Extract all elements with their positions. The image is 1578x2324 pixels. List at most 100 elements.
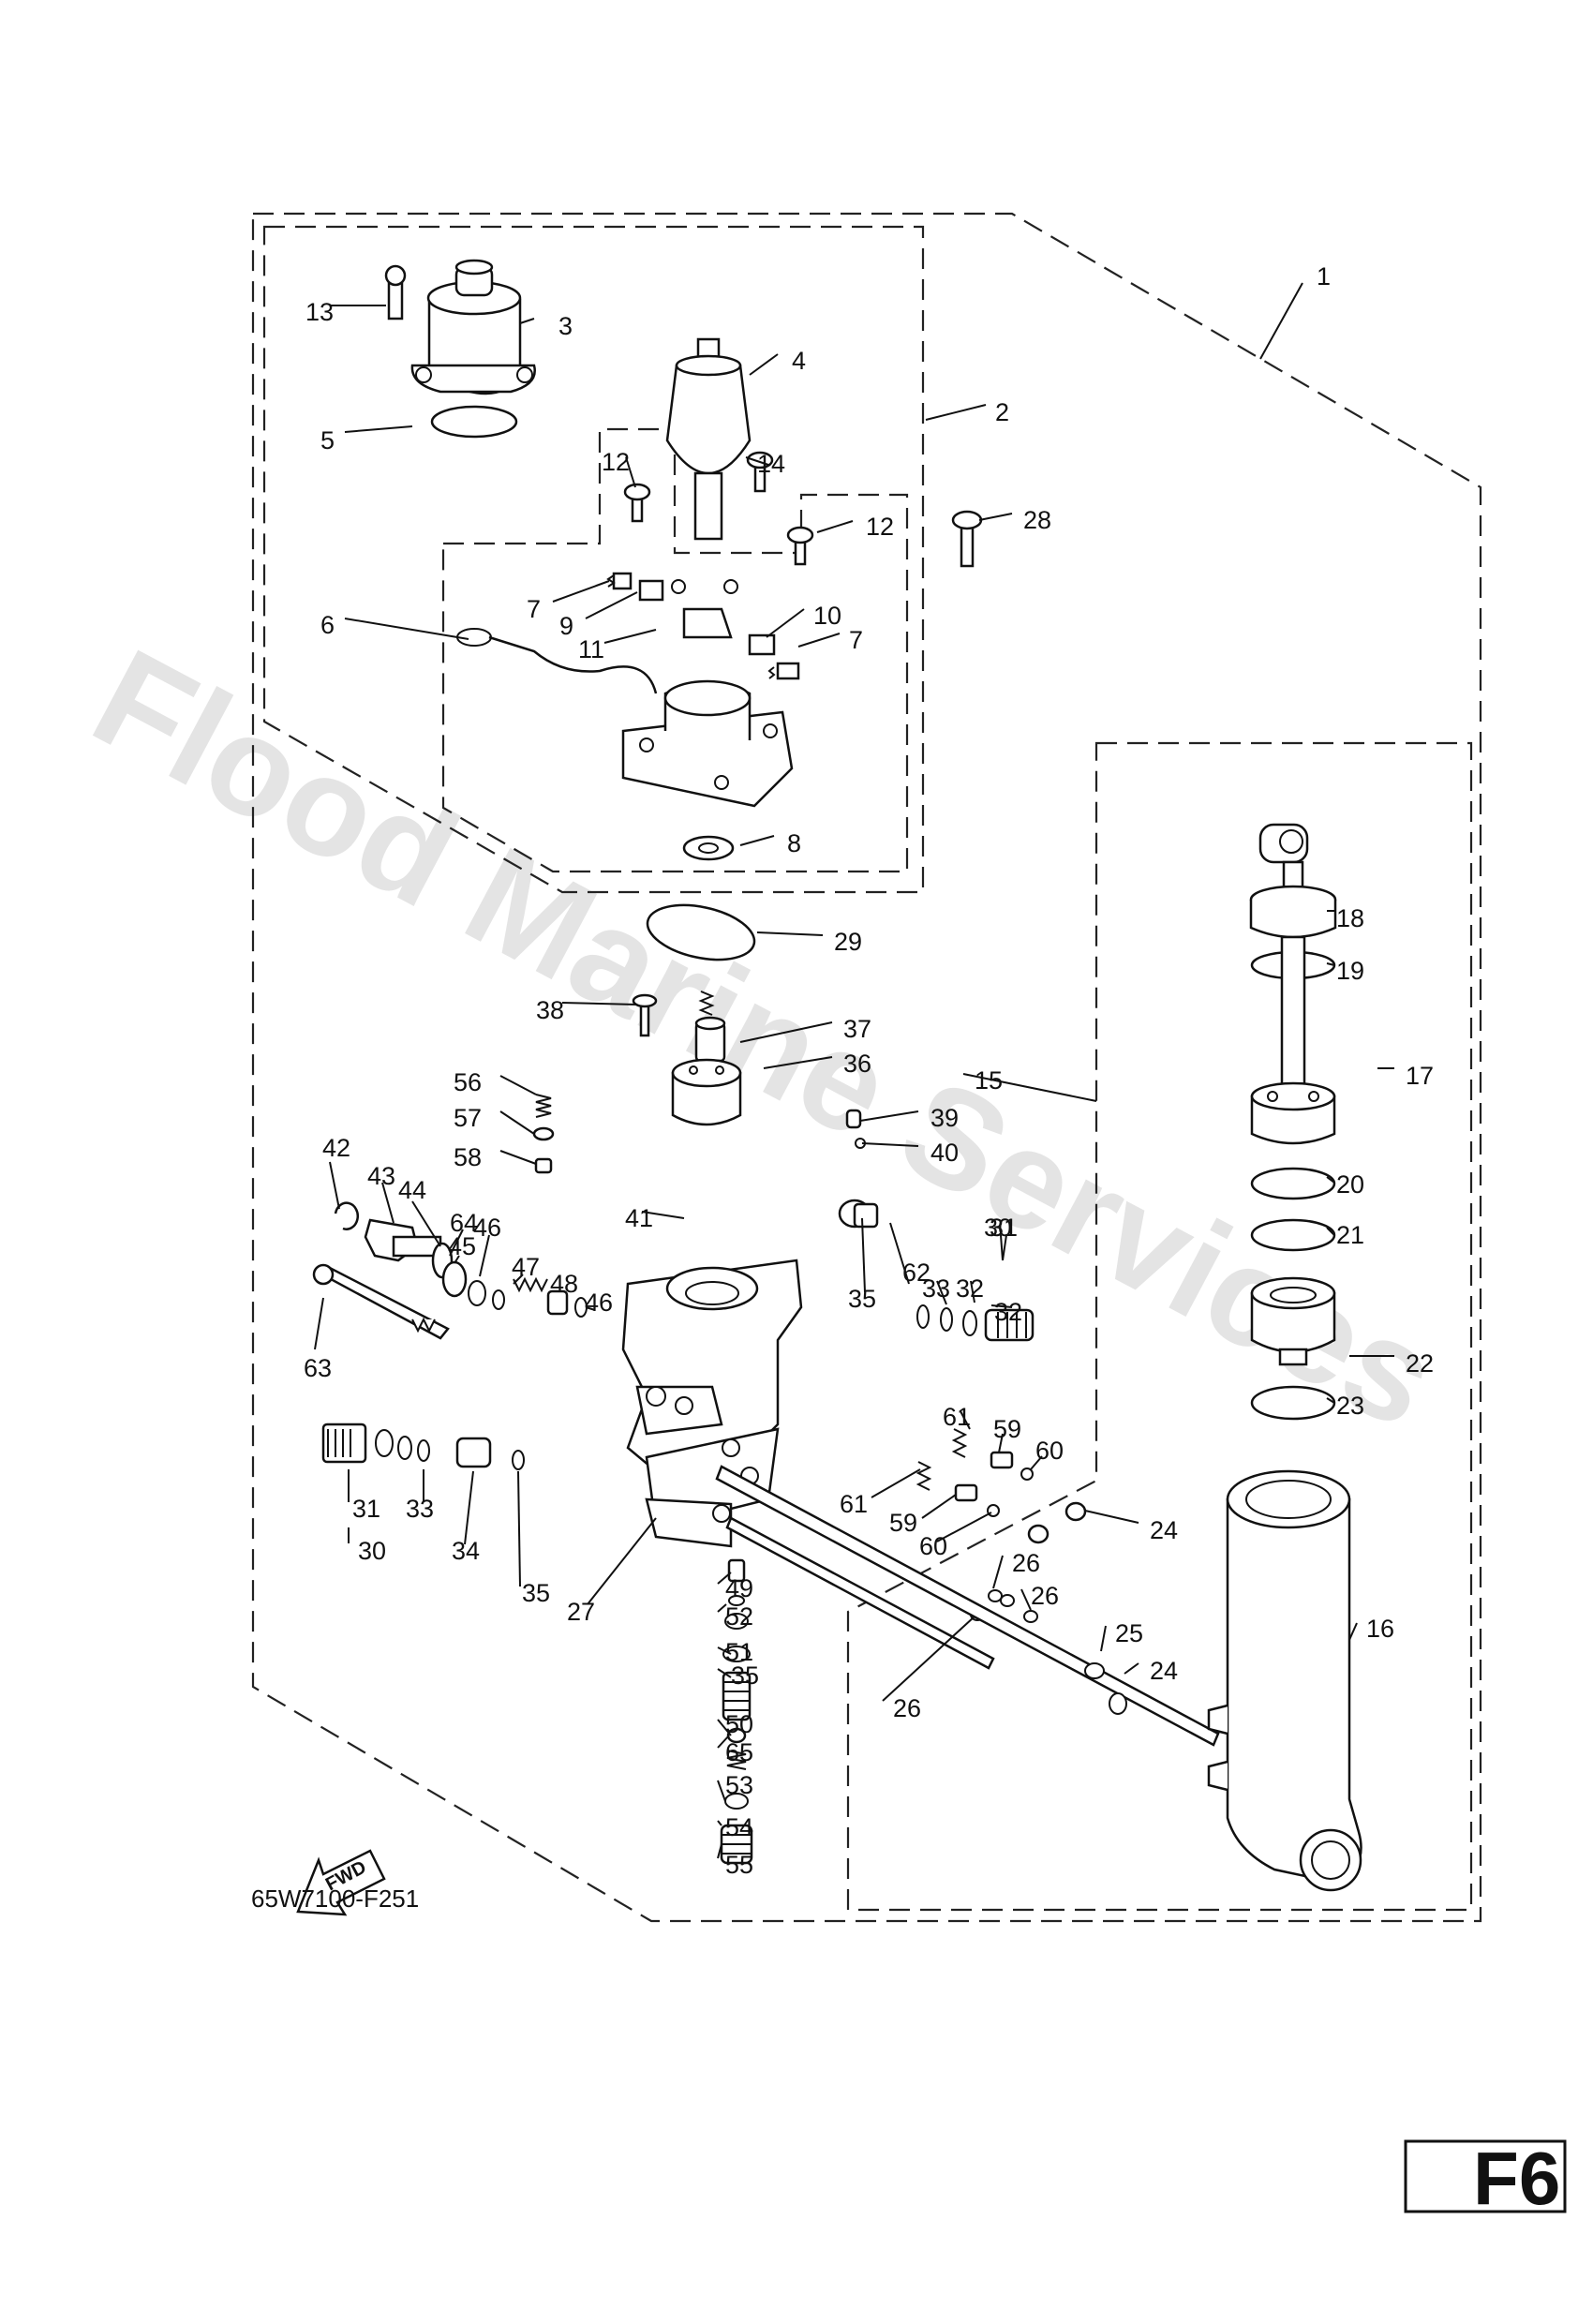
leader-line	[1100, 1625, 1107, 1652]
leader-line	[962, 1073, 1097, 1102]
leader-line	[513, 1274, 524, 1285]
leader-line	[449, 1229, 464, 1257]
leader-line	[859, 1110, 919, 1122]
callout-label: 64	[450, 1209, 478, 1237]
leader-line	[889, 1222, 910, 1285]
leader-line	[766, 608, 805, 638]
callout-label: 13	[305, 298, 334, 326]
callout-label: 61	[943, 1403, 971, 1431]
callout-label: 35	[522, 1579, 550, 1607]
callout-label: 6	[320, 611, 335, 639]
leader-line	[739, 835, 775, 846]
callout-label: 56	[454, 1068, 482, 1096]
callout-label: 46	[473, 1214, 501, 1242]
leader-line	[745, 456, 769, 466]
callout-label: 50	[725, 1710, 753, 1738]
leader-line	[344, 618, 469, 640]
leader-line	[641, 1211, 685, 1219]
left-lower-parts	[321, 1423, 525, 1470]
leader-line	[1002, 1234, 1007, 1261]
leader-line	[454, 1255, 460, 1264]
leader-line	[717, 1668, 732, 1678]
assembly-2-boundary	[262, 225, 925, 894]
callout-label: 5	[320, 426, 335, 454]
motor-base-subassembly-boundary	[441, 427, 909, 873]
callout-label: 41	[625, 1204, 653, 1232]
leader-line	[381, 1182, 394, 1224]
callout-label: 60	[919, 1532, 947, 1560]
callout-label: 18	[1336, 904, 1364, 932]
assembly-15-boundary	[846, 741, 1473, 1912]
assembly-1-boundary	[251, 212, 1482, 1923]
gear-cluster	[606, 572, 800, 680]
callout-label: 7	[527, 595, 541, 623]
leader-line	[517, 1470, 521, 1587]
leader-line	[587, 1517, 657, 1605]
pump-base	[621, 679, 794, 861]
leader-line	[464, 1470, 474, 1545]
callout-label: 47	[512, 1253, 540, 1281]
callout-label: 10	[813, 602, 841, 630]
callout-label: 19	[1336, 957, 1364, 985]
leader-line	[625, 456, 636, 488]
callout-label: 63	[304, 1354, 332, 1382]
leader-line	[998, 1433, 1004, 1453]
callout-label: 26	[893, 1694, 921, 1722]
leader-lines	[314, 282, 1394, 1859]
leader-line	[717, 1820, 722, 1826]
leader-line	[1030, 1455, 1043, 1470]
leader-line	[861, 1217, 866, 1293]
callout-label: 52	[725, 1602, 753, 1631]
callout-label: 32	[956, 1274, 984, 1303]
callout-label: 4	[792, 347, 806, 375]
leader-line	[717, 1603, 727, 1613]
leader-line	[552, 580, 610, 603]
svg-text:F6: F6	[1473, 2137, 1560, 2220]
leader-line	[314, 1297, 324, 1350]
callout-label: 22	[1406, 1349, 1434, 1378]
callout-label: 29	[834, 928, 862, 956]
leader-line	[585, 591, 638, 619]
callout-label: 17	[1406, 1062, 1434, 1090]
callout-label: 65	[725, 1738, 753, 1766]
leader-line	[1326, 1176, 1335, 1184]
leader-line	[1020, 1588, 1032, 1611]
leader-line	[717, 1646, 732, 1655]
leader-line	[936, 1280, 947, 1305]
leader-line	[970, 1280, 975, 1304]
callout-label: 15	[975, 1066, 1003, 1095]
main-housing	[621, 1259, 803, 1548]
callout-label: 28	[1023, 506, 1051, 534]
callout-label: 61	[840, 1490, 868, 1518]
callout-label: 25	[1115, 1619, 1143, 1647]
callout-label: 62	[902, 1259, 930, 1287]
leader-line	[499, 1110, 535, 1135]
right-valve-parts	[838, 1199, 1087, 1623]
callout-label: 31	[352, 1495, 380, 1523]
callout-label: 2	[995, 398, 1009, 426]
leader-line	[978, 513, 1013, 521]
callout-label: 59	[889, 1509, 917, 1537]
callout-label: 11	[578, 635, 604, 663]
motor-assembly	[384, 259, 536, 439]
callout-label: 51	[725, 1638, 753, 1666]
leader-line	[519, 318, 535, 324]
bottom-valve-stack	[720, 1558, 753, 1865]
leader-line	[797, 633, 841, 648]
leader-line	[561, 1002, 638, 1006]
callout-label: 55	[725, 1851, 753, 1879]
callout-label: 30	[984, 1214, 1012, 1242]
pump-assembly	[623, 337, 983, 568]
callout-label: 60	[1035, 1437, 1064, 1465]
leader-line	[717, 1735, 730, 1749]
callout-label: 32	[994, 1298, 1022, 1326]
page-badge: F6	[1404, 2137, 1567, 2220]
diagram-code: 65W7100-F251	[251, 1885, 419, 1913]
leader-line	[871, 1468, 921, 1498]
leader-line	[990, 1304, 1013, 1308]
leader-line	[717, 1572, 732, 1585]
leader-line	[1326, 1397, 1335, 1404]
callout-label: 38	[536, 996, 564, 1024]
callout-label: 40	[930, 1139, 959, 1167]
